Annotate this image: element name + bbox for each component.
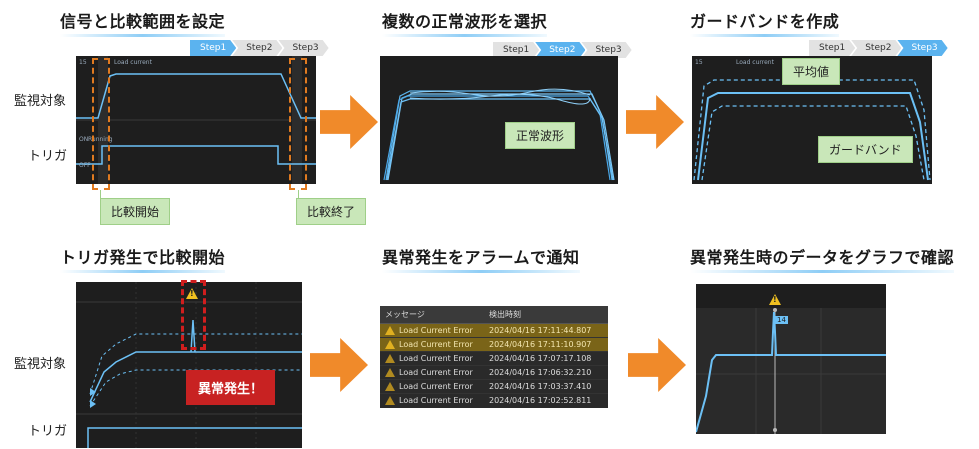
step-2: Step2 xyxy=(232,40,282,56)
anomaly-marker xyxy=(181,280,206,350)
signal-setup-panel: 15 Load current ON Running OFF xyxy=(76,56,316,184)
step-indicator-2: Step1 Step2 Step3 xyxy=(493,42,628,58)
step-3: Step3 xyxy=(897,40,947,56)
abnormal-badge: 異常発生！ xyxy=(186,370,276,405)
step-2: Step2 xyxy=(535,42,585,58)
step-2: Step2 xyxy=(851,40,901,56)
warning-icon xyxy=(385,382,395,391)
row-time: 2024/04/16 17:03:37.410 xyxy=(484,379,608,394)
column-header-detected-time: 検出時刻 xyxy=(484,306,608,324)
table-header-row: メッセージ 検出時刻 xyxy=(380,306,608,324)
running-label: Running xyxy=(88,136,113,143)
step-indicator-1: Step1 Step2 Step3 xyxy=(190,40,325,56)
warning-icon xyxy=(385,354,395,363)
row-message: Load Current Error xyxy=(399,326,473,335)
series-name: Load current xyxy=(114,59,152,66)
table-row[interactable]: Load Current Error 2024/04/16 17:02:52.8… xyxy=(380,393,608,408)
compare-end-callout: 比較終了 xyxy=(296,198,367,225)
warning-icon xyxy=(769,290,781,309)
warning-icon xyxy=(385,340,395,349)
axis-top-label: 15 xyxy=(695,59,703,66)
trigger-compare-panel xyxy=(76,282,302,448)
step-1: Step1 xyxy=(493,42,539,58)
off-label: OFF xyxy=(79,162,91,169)
label-trigger: トリガ xyxy=(28,149,68,164)
row-message: Load Current Error xyxy=(399,340,473,349)
axis-top-label: 15 xyxy=(79,59,87,66)
flow-arrow-2 xyxy=(626,95,684,149)
title-alarm-notify: 異常発生をアラームで通知 xyxy=(382,244,580,273)
compare-start-marker xyxy=(92,58,110,190)
warning-icon xyxy=(186,284,198,303)
guard-band-callout: ガードバンド xyxy=(818,136,913,163)
title-trigger-compare: トリガ発生で比較開始 xyxy=(60,244,226,273)
warning-icon xyxy=(385,368,395,377)
average-callout: 平均値 xyxy=(782,58,841,85)
row-message: Load Current Error xyxy=(399,396,473,406)
flow-arrow-3 xyxy=(310,338,368,392)
table-row[interactable]: Load Current Error 2024/04/16 17:11:44.8… xyxy=(380,323,608,338)
compare-end-marker xyxy=(289,58,307,190)
series-name: Load current xyxy=(736,59,774,66)
title-guard-band: ガードバンドを作成 xyxy=(690,8,840,37)
anomaly-graph-panel xyxy=(696,284,886,434)
row-time: 2024/04/16 17:02:52.811 xyxy=(484,393,608,408)
row-message: Load Current Error xyxy=(399,382,473,391)
title-graph-confirm: 異常発生時のデータをグラフで確認 xyxy=(690,244,955,273)
on-label: ON xyxy=(79,136,89,143)
step-3: Step3 xyxy=(581,42,631,58)
title-select-normal: 複数の正常波形を選択 xyxy=(382,8,548,37)
normal-waveforms-panel xyxy=(380,56,618,184)
label-monitor-target: 監視対象 xyxy=(14,357,67,372)
row-time: 2024/04/16 17:11:44.807 xyxy=(484,323,608,338)
callout-connector xyxy=(298,190,299,198)
table-row[interactable]: Load Current Error 2024/04/16 17:06:32.2… xyxy=(380,365,608,380)
alarm-log-table: メッセージ 検出時刻 Load Current Error 2024/04/16… xyxy=(380,306,608,408)
row-message: Load Current Error xyxy=(399,368,473,377)
row-time: 2024/04/16 17:11:10.907 xyxy=(484,337,608,352)
column-header-message: メッセージ xyxy=(380,306,484,324)
value-badge: 14 xyxy=(775,316,788,324)
step-1: Step1 xyxy=(190,40,236,56)
label-trigger: トリガ xyxy=(28,424,68,439)
normal-waveform-callout: 正常波形 xyxy=(505,122,576,149)
table-row[interactable]: Load Current Error 2024/04/16 17:07:17.1… xyxy=(380,351,608,366)
callout-connector xyxy=(100,190,101,198)
warning-icon xyxy=(385,396,395,406)
step-indicator-3: Step1 Step2 Step3 xyxy=(809,40,944,56)
row-time: 2024/04/16 17:07:17.108 xyxy=(484,351,608,366)
table-row[interactable]: Load Current Error 2024/04/16 17:03:37.4… xyxy=(380,379,608,394)
table-row[interactable]: Load Current Error 2024/04/16 17:11:10.9… xyxy=(380,337,608,352)
flow-arrow-1 xyxy=(320,95,378,149)
step-1: Step1 xyxy=(809,40,855,56)
row-time: 2024/04/16 17:06:32.210 xyxy=(484,365,608,380)
label-monitor-target: 監視対象 xyxy=(14,94,67,109)
flow-arrow-4 xyxy=(628,338,686,392)
compare-start-callout: 比較開始 xyxy=(100,198,171,225)
row-message: Load Current Error xyxy=(399,354,473,363)
title-setup: 信号と比較範囲を設定 xyxy=(60,8,226,37)
step-3: Step3 xyxy=(278,40,328,56)
warning-icon xyxy=(385,326,395,335)
